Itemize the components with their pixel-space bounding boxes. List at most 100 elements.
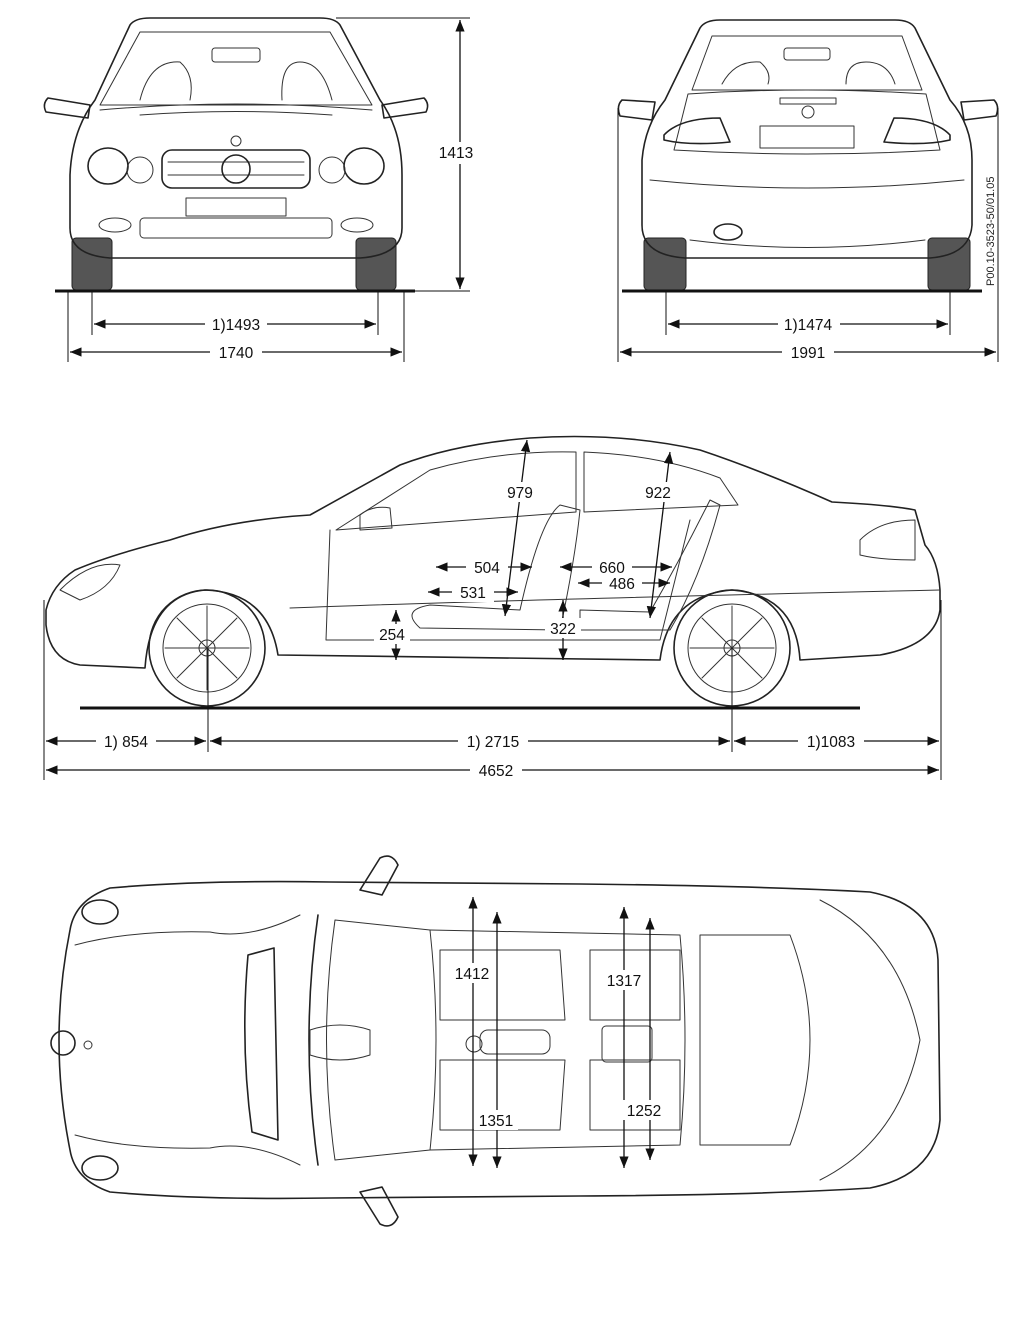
front-overhang-label: 1) 854 bbox=[104, 734, 148, 751]
front-right-fog-light bbox=[340, 217, 374, 233]
top-view: 1412 1351 1317 1252 bbox=[50, 855, 941, 1227]
rear-left-taillight bbox=[663, 117, 731, 145]
rear-left-mirror bbox=[617, 99, 656, 121]
top-hood-badge bbox=[83, 1040, 93, 1050]
top-roof-opening bbox=[429, 929, 686, 1151]
center-console bbox=[479, 1029, 551, 1055]
seat-height-rear-label: 322 bbox=[550, 621, 576, 638]
width-label: 1740 bbox=[219, 345, 254, 362]
mirror-width-label: 1991 bbox=[791, 345, 825, 362]
rear-interior-mirror bbox=[783, 47, 831, 61]
top-hood-line-upper bbox=[74, 914, 301, 946]
front-track-label: 1)1493 bbox=[212, 317, 260, 334]
top-left-headlight bbox=[81, 899, 119, 925]
headroom-front-label: 979 bbox=[507, 485, 533, 502]
seat-depth-front-label-bg bbox=[452, 582, 494, 602]
wheelbase-label-bg bbox=[458, 731, 528, 751]
headroom-front-label-bg bbox=[500, 482, 540, 502]
top-star-emblem-icon bbox=[50, 1030, 76, 1056]
steering-area bbox=[309, 1024, 371, 1061]
top-right-mirror bbox=[359, 1186, 399, 1227]
height-label: 1413 bbox=[439, 145, 473, 162]
top-hood-line-lower bbox=[74, 1134, 301, 1166]
seat-depth-rear-upper-label-bg bbox=[592, 557, 632, 577]
front-license-plate bbox=[185, 197, 287, 217]
front-left-headlight-inner bbox=[126, 156, 154, 184]
front-overhang-label-bg bbox=[96, 731, 156, 751]
seat-height-rear-label-bg bbox=[545, 618, 581, 638]
front-track-label-bg bbox=[205, 314, 267, 334]
front-right-headlight bbox=[343, 147, 385, 185]
top-trunk-line bbox=[819, 899, 921, 1181]
rear-right-mirror bbox=[960, 99, 999, 121]
shoulder-front-label-bg bbox=[450, 963, 494, 983]
hip-front-label: 1351 bbox=[479, 1113, 513, 1130]
hood-line bbox=[99, 103, 373, 111]
top-rear-window bbox=[699, 934, 811, 1146]
top-body-outline bbox=[58, 880, 941, 1200]
front-right-tire bbox=[355, 237, 397, 291]
headroom-front-dimension bbox=[501, 439, 531, 617]
rear-track-label: 1)1474 bbox=[784, 317, 833, 334]
front-seat-left bbox=[139, 61, 192, 101]
top-left-mirror bbox=[359, 855, 399, 896]
overall-length-label: 4652 bbox=[479, 763, 513, 780]
wiper-line bbox=[139, 111, 333, 116]
rear-headrest-right bbox=[845, 61, 896, 85]
seat-depth-rear-upper-label: 660 bbox=[599, 560, 625, 577]
side-front-rim bbox=[162, 603, 252, 693]
hood-vent bbox=[244, 947, 279, 1141]
front-view: 1413 1)1493 1740 bbox=[43, 17, 480, 362]
side-taillight bbox=[859, 519, 916, 561]
rear-overhang-label: 1)1083 bbox=[807, 734, 855, 751]
rear-headrest-left bbox=[721, 61, 770, 85]
seat-depth-front-label: 531 bbox=[460, 585, 486, 602]
rear-overhang-label-bg bbox=[798, 731, 864, 751]
seat-depth-front-upper-label: 504 bbox=[474, 560, 500, 577]
rearview-mirror bbox=[211, 47, 261, 63]
rear-view: P00.10-3523-50/01.05 1)1474 1991 bbox=[617, 19, 999, 362]
side-view: 979 922 504 531 660 486 254 322 1) 854 bbox=[43, 435, 942, 780]
hip-rear-label: 1252 bbox=[627, 1103, 661, 1120]
seat-depth-rear-label: 486 bbox=[609, 576, 635, 593]
rear-license-plate bbox=[759, 125, 855, 149]
top-front-left-seat bbox=[439, 949, 566, 1021]
seat-height-front-label: 254 bbox=[379, 627, 405, 644]
shoulder-front-label: 1412 bbox=[455, 966, 489, 983]
overall-length-label-bg bbox=[470, 760, 522, 780]
diffuser-line bbox=[689, 239, 926, 248]
side-body-outline bbox=[45, 435, 941, 669]
rear-track-label-bg bbox=[778, 314, 840, 334]
seat-depth-rear-label-bg bbox=[602, 573, 642, 593]
front-windshield bbox=[99, 31, 373, 106]
front-left-tire bbox=[71, 237, 113, 291]
mirror-width-label-bg bbox=[782, 342, 834, 362]
front-body-outline bbox=[69, 17, 403, 259]
rear-window bbox=[691, 35, 923, 91]
trunk-lid bbox=[673, 89, 941, 155]
rear-star-emblem-icon bbox=[801, 105, 815, 119]
width-label-bg bbox=[210, 342, 262, 362]
side-mirror bbox=[359, 506, 393, 531]
side-character-line bbox=[289, 589, 941, 609]
exhaust-pipe bbox=[713, 223, 743, 241]
shoulder-rear-label-bg bbox=[602, 970, 646, 990]
front-rim-spokes bbox=[164, 605, 250, 691]
third-brake-light bbox=[779, 97, 837, 105]
front-right-headlight-inner bbox=[318, 156, 346, 184]
wheelbase-label: 1) 2715 bbox=[467, 734, 520, 751]
shoulder-rear-label: 1317 bbox=[607, 973, 641, 990]
star-emblem-icon bbox=[221, 154, 251, 184]
side-door bbox=[325, 519, 691, 641]
headroom-rear-label-bg bbox=[638, 482, 678, 502]
side-front-tire bbox=[148, 589, 266, 707]
front-left-headlight bbox=[87, 147, 129, 185]
drawing-code: P00.10-3523-50/01.05 bbox=[985, 177, 997, 286]
height-label-bg bbox=[432, 142, 480, 164]
seat-depth-front-upper-label-bg bbox=[466, 557, 508, 577]
rear-right-taillight bbox=[883, 117, 951, 145]
side-front-seat bbox=[411, 504, 581, 631]
front-seat-right bbox=[281, 61, 333, 101]
